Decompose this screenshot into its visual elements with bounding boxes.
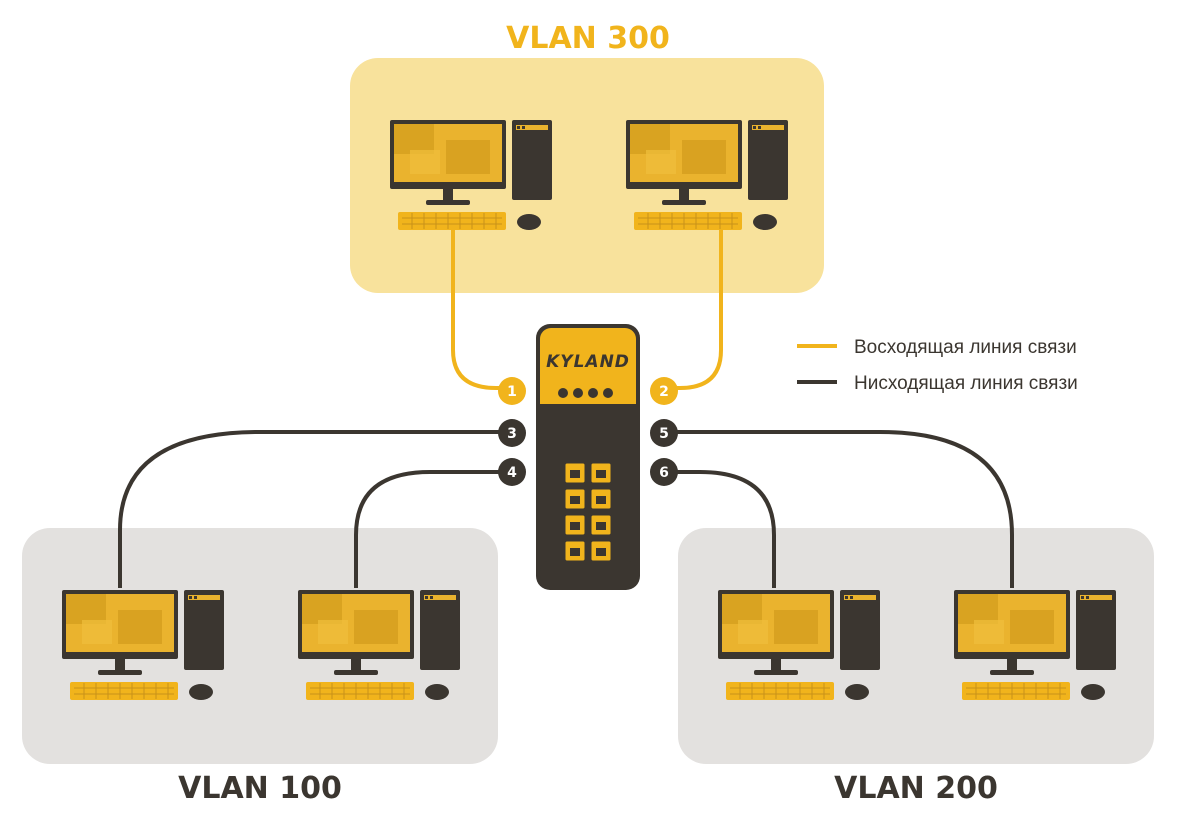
- port-badge-5: 5: [650, 419, 678, 447]
- vlan100-zone: [22, 528, 498, 764]
- port-badge-6: 6: [650, 458, 678, 486]
- uplink-cable-2: [664, 230, 723, 390]
- vlan200-label: VLAN 200: [834, 771, 998, 806]
- svg-text:4: 4: [507, 465, 517, 481]
- downlink-cable-4: [354, 470, 512, 588]
- vlan200-zone: [678, 528, 1154, 764]
- switch-ethernet-ports: [564, 462, 612, 562]
- vlan100-label: VLAN 100: [178, 771, 342, 806]
- vlan300-label: VLAN 300: [506, 21, 670, 56]
- vlan300-zone: [350, 58, 824, 293]
- svg-text:1: 1: [507, 384, 517, 400]
- legend: Восходящая линия связи Нисходящая линия …: [797, 337, 1078, 394]
- port-badge-4: 4: [498, 458, 526, 486]
- downlink-cable-6: [664, 470, 776, 588]
- switch: KYLAND: [536, 324, 640, 590]
- svg-text:2: 2: [659, 384, 669, 400]
- port-badge-2: 2: [650, 377, 678, 405]
- svg-text:5: 5: [659, 426, 669, 442]
- uplink-cable-1: [451, 230, 512, 390]
- downlink-cable-3: [118, 430, 512, 588]
- port-badge-3: 3: [498, 419, 526, 447]
- downlink-cable-5: [664, 430, 1014, 588]
- legend-downlink-label: Нисходящая линия связи: [854, 373, 1078, 394]
- legend-uplink-label: Восходящая линия связи: [854, 337, 1077, 358]
- switch-status-leds: [558, 388, 613, 398]
- port-badge-1: 1: [498, 377, 526, 405]
- svg-text:3: 3: [507, 426, 517, 442]
- switch-brand: KYLAND: [546, 352, 630, 372]
- svg-text:6: 6: [659, 465, 669, 481]
